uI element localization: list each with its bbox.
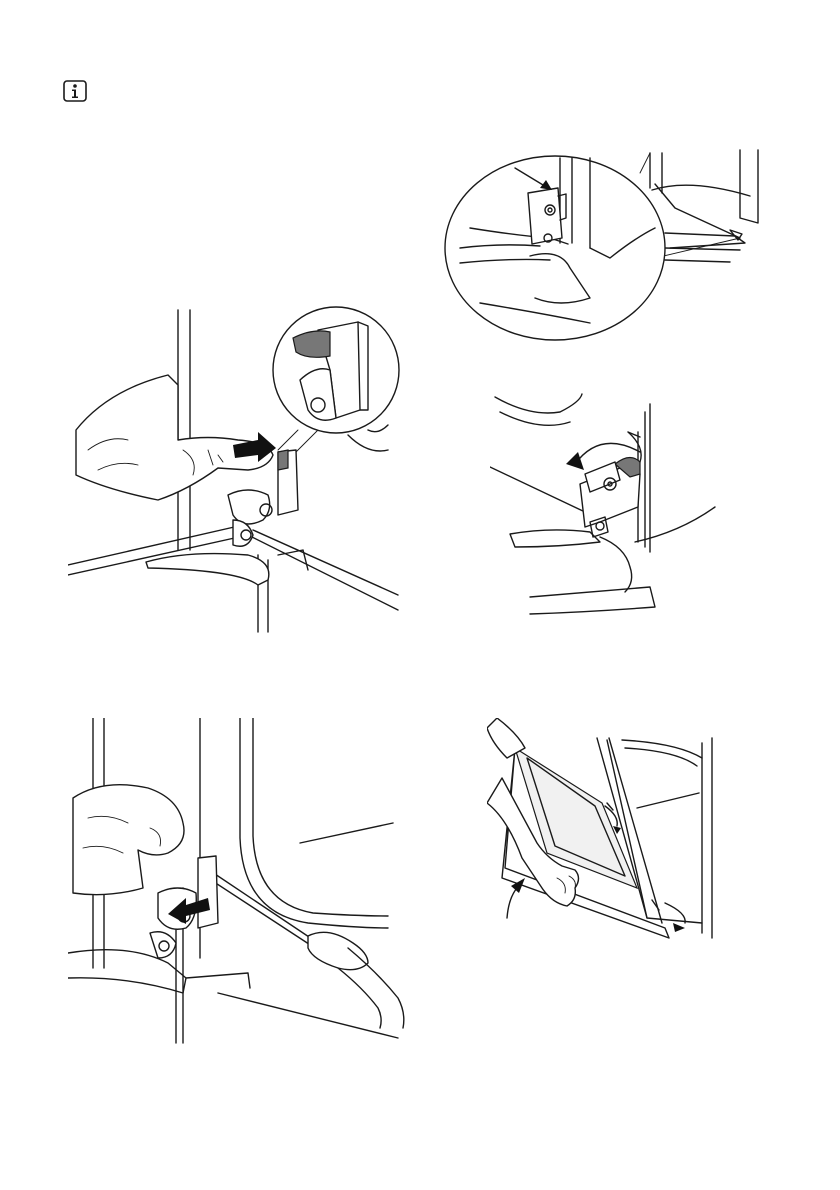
screwdriver-release-hinge-illustration xyxy=(68,718,408,1046)
hand-pushing-hinge-lock-illustration xyxy=(68,300,408,635)
hinge-magnifier-illustration xyxy=(440,148,790,348)
info-icon xyxy=(63,80,87,102)
lift-out-door-glass-illustration xyxy=(487,718,727,948)
rotate-hinge-lever-illustration xyxy=(490,392,720,617)
